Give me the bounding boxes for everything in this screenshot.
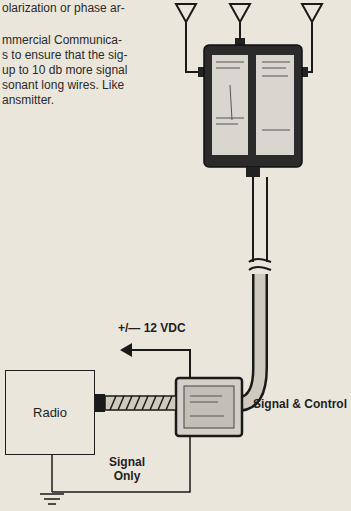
dc-control-arrow <box>120 343 190 378</box>
body-text-line: s to ensure that the sig- <box>2 49 127 63</box>
phasing-unit <box>198 38 308 177</box>
coax-cable <box>240 177 271 404</box>
ground-wiring <box>40 436 190 504</box>
radio-box: Radio <box>5 370 95 455</box>
body-text-line: olarization or phase ar- <box>2 2 125 16</box>
radio-coax <box>94 394 176 412</box>
signal-label: Signal & Control <box>253 398 347 412</box>
body-text-line: up to 10 db more signal <box>2 64 127 78</box>
signal-label: Signal Only <box>104 456 150 484</box>
body-text-line: mmercial Communica- <box>2 34 122 48</box>
node-label: Radio <box>33 405 67 420</box>
body-text-line: ansmitter. <box>2 94 54 108</box>
body-text-line: sonant long wires. Like <box>2 79 124 93</box>
coupler <box>176 378 242 436</box>
signal-label: +/— 12 VDC <box>118 322 186 336</box>
